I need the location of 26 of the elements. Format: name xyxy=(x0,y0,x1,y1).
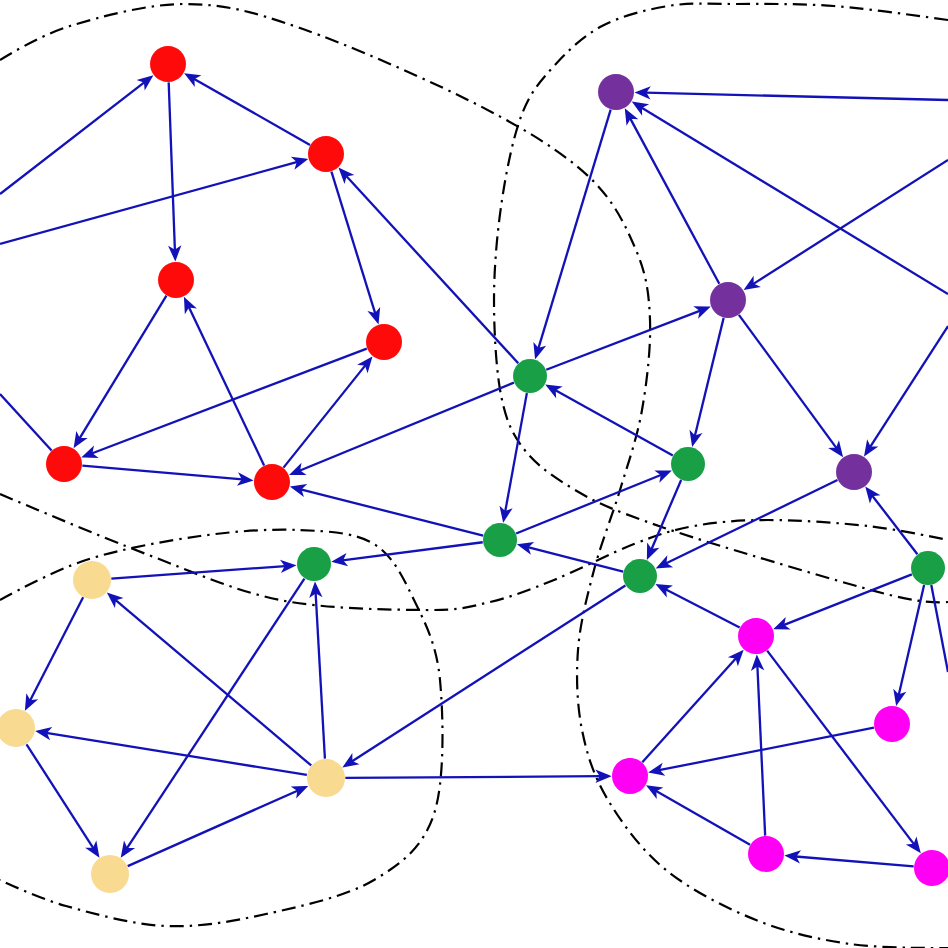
graph-node xyxy=(150,46,186,82)
graph-node xyxy=(46,446,82,482)
graph-node xyxy=(914,850,948,886)
graph-node xyxy=(483,523,517,557)
graph-node xyxy=(612,758,648,794)
graph-node xyxy=(671,447,705,481)
graph-node xyxy=(598,74,634,110)
graph-node xyxy=(748,836,784,872)
graph-node xyxy=(73,561,111,599)
graph-node xyxy=(874,706,910,742)
graph-node xyxy=(91,855,129,893)
graph-node xyxy=(0,709,35,747)
graph-node xyxy=(738,618,774,654)
graph-node xyxy=(836,454,872,490)
graph-node xyxy=(307,759,345,797)
graph-node xyxy=(158,262,194,298)
graph-node xyxy=(513,359,547,393)
graph-node xyxy=(308,136,344,172)
graph-node xyxy=(254,464,290,500)
connector-line xyxy=(930,584,948,673)
graph-node xyxy=(710,282,746,318)
graph-node xyxy=(297,547,331,581)
graph-node xyxy=(911,551,945,585)
graph-node xyxy=(366,324,402,360)
graph-node xyxy=(623,559,657,593)
connector-line xyxy=(0,393,53,452)
